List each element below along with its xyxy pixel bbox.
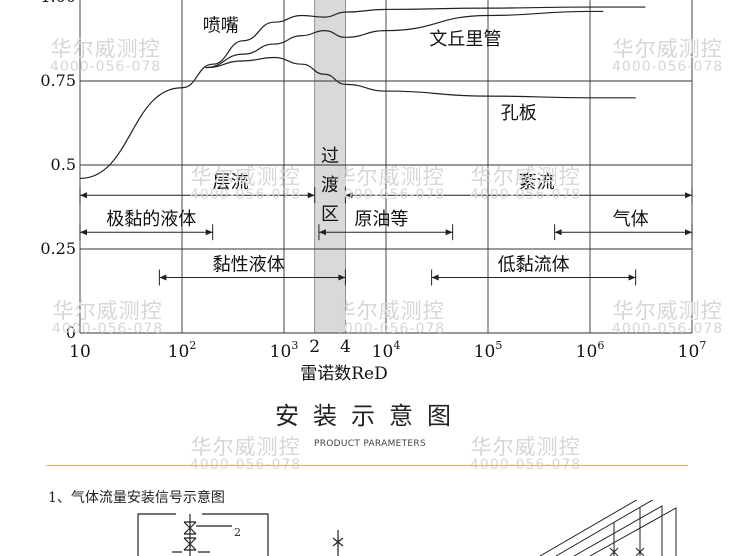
range-label-2: 紊流 (519, 172, 555, 193)
valve-icon (183, 521, 197, 535)
transition-band-label: 区 (321, 204, 339, 225)
valve-icon-right-2 (635, 547, 645, 556)
x-tick-label: 105 (474, 339, 503, 362)
range-label-4: 原油等 (354, 209, 408, 230)
series-line-2 (205, 10, 604, 69)
x-extra-tick-label: 4 (340, 337, 351, 357)
valve-icon-small (332, 537, 344, 547)
range-arrow-right (338, 274, 346, 281)
range-arrow-right (445, 229, 453, 236)
section-divider (46, 465, 688, 466)
transition-band-label: 渡 (321, 175, 339, 196)
range-arrow-left (554, 229, 562, 236)
x-tick-label: 107 (678, 339, 707, 362)
range-label-5: 气体 (613, 209, 649, 230)
valve-icon-right-1 (609, 547, 619, 556)
x-extra-tick-label: 2 (309, 337, 320, 357)
range-label-6: 黏性液体 (213, 255, 285, 276)
item-1-title: 1、气体流量安装信号示意图 (48, 490, 225, 506)
series-label-3: 孔板 (501, 103, 537, 124)
range-arrow-left (345, 192, 353, 199)
range-arrow-right (205, 229, 213, 236)
y-tick-label: 0 (66, 323, 76, 342)
x-axis-label: 雷诺数ReD (300, 364, 388, 384)
range-arrow-right (307, 192, 315, 199)
series-line-3 (205, 56, 636, 99)
x-tick-label: 10 (69, 342, 91, 362)
series-label-2: 文丘里管 (429, 29, 501, 50)
flow-coefficient-chart: 过渡区 0 0.25 0.5 0.75 1.00 10 102 103 104 105 106 107 2… (40, 0, 707, 384)
range-arrow-left (318, 229, 326, 236)
x-tick-label: 106 (576, 339, 605, 362)
range-label-1: 层流 (213, 172, 249, 193)
valve-manifold (137, 513, 269, 556)
x-tick-label: 104 (372, 339, 401, 362)
range-arrow-left (431, 274, 439, 281)
range-arrow-left (80, 192, 87, 199)
y-tick-label: 1.00 (40, 0, 76, 6)
x-tick-label: 102 (168, 339, 197, 362)
install-diagram: 2 (137, 500, 677, 556)
section-subtitle: PRODUCT PARAMETERS (314, 439, 426, 449)
section-title: 安装示意图 (275, 402, 465, 430)
range-arrow-right (685, 192, 692, 199)
x-tick-label: 103 (270, 339, 299, 362)
valve-icon-lower (183, 537, 197, 551)
y-tick-label: 0.75 (40, 71, 76, 90)
y-tick-label: 0.5 (51, 155, 76, 174)
tap-valve (332, 530, 344, 556)
range-label-7: 低黏流体 (498, 255, 570, 276)
range-arrow-right (628, 274, 636, 281)
range-label-3: 极黏的液体 (106, 209, 196, 230)
range-arrow-right (685, 229, 692, 236)
transition-band-label: 过 (321, 146, 339, 167)
y-tick-label: 0.25 (40, 239, 76, 258)
range-arrow-left (80, 229, 87, 236)
series-line-1 (79, 6, 646, 180)
valve-number: 2 (234, 526, 241, 539)
series-label-1: 喷嘴 (203, 16, 239, 37)
inclined-pipes (539, 500, 677, 556)
range-arrow-left (159, 274, 167, 281)
